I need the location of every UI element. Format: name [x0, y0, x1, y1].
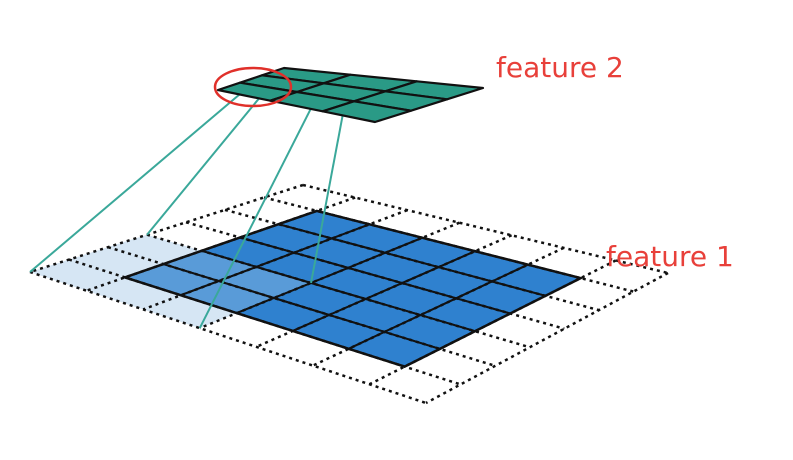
- feature-1-label: feature 1: [606, 240, 734, 273]
- feature-2-cell: [321, 100, 413, 124]
- feature-1-plane: [29, 183, 669, 405]
- receptive-field-cell: [30, 259, 125, 291]
- padding-grid-line: [107, 245, 496, 368]
- receptive-field-cell: [69, 247, 164, 278]
- padding-grid-line: [29, 183, 304, 274]
- feature-1-outline: [120, 209, 585, 368]
- connector-line: [29, 74, 263, 273]
- padding-grid-line: [224, 208, 600, 312]
- receptive-field-cell: [143, 295, 237, 329]
- padding-grid-line: [199, 221, 460, 330]
- receptive-field-cell: [86, 277, 181, 310]
- padding-grid-line: [255, 234, 513, 349]
- padding-grid-line: [185, 221, 565, 330]
- highlight-circle: [213, 66, 293, 108]
- receptive-field-cell: [108, 234, 202, 265]
- padding-grid-line: [142, 208, 408, 311]
- feature-2-label: feature 2: [496, 51, 624, 84]
- connector-line: [198, 82, 325, 329]
- feature-2-plane: [216, 66, 485, 124]
